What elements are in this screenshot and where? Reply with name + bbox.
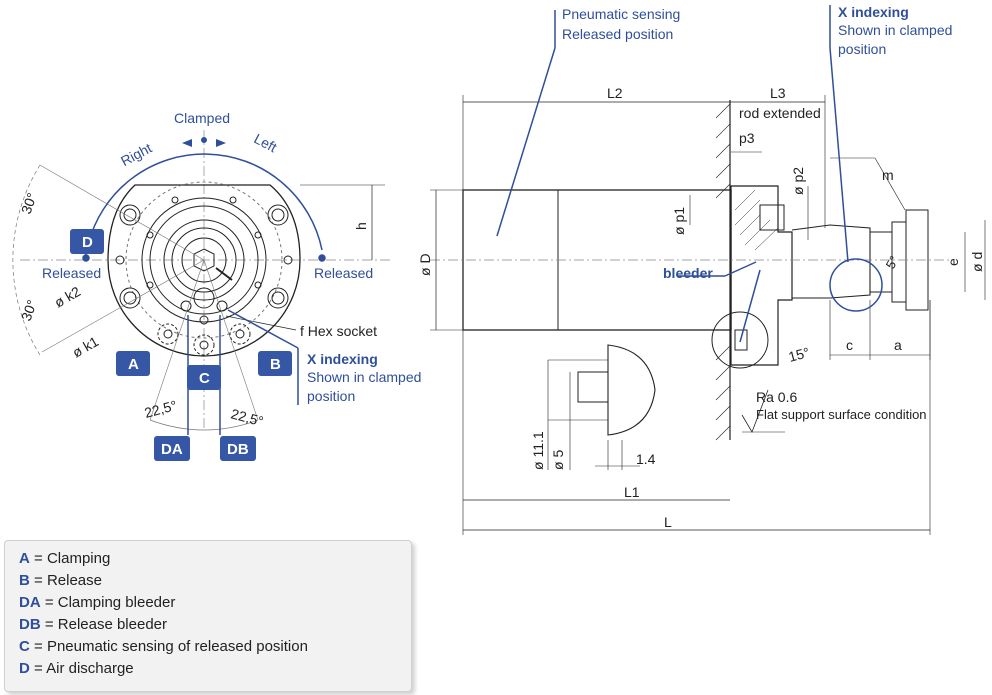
shown-clamped-1: Shown in clamped	[307, 369, 421, 385]
badge-b: B	[258, 351, 292, 376]
e-label: e	[945, 258, 961, 266]
p1-label: ø p1	[671, 207, 687, 235]
clamped-label: Clamped	[174, 110, 230, 126]
L1-label: L1	[624, 484, 640, 500]
released-right-label: Released	[314, 265, 373, 281]
v14-label: 1.4	[636, 451, 656, 467]
badge-a: A	[116, 351, 150, 376]
k1-label: ø k1	[70, 333, 102, 361]
angle-30-top: 30°	[18, 191, 40, 216]
legend-panel: A = Clamping B = Release DA = Clamping b…	[4, 540, 412, 692]
ra-label: Ra 0.6	[756, 389, 797, 405]
five-deg-label: 5°	[883, 253, 902, 271]
badge-da: DA	[154, 436, 190, 461]
L3-label: L3	[770, 85, 786, 101]
legend-item: C = Pneumatic sensing of released positi…	[19, 638, 308, 655]
d5-label: ø 5	[550, 450, 566, 470]
badge-d: D	[70, 229, 104, 254]
pneumatic-sensing-1: Pneumatic sensing	[562, 6, 680, 22]
legend-item: B = Release	[19, 572, 102, 589]
D-label: ø D	[417, 253, 433, 276]
svg-text:B: B	[270, 356, 281, 373]
released-left-label: Released	[42, 265, 101, 281]
legend-item: D = Air discharge	[19, 660, 134, 677]
a-label: a	[894, 337, 902, 353]
legend-item: A = Clamping	[19, 550, 111, 567]
legend-item: DA = Clamping bleeder	[19, 594, 176, 611]
bleeder-label: bleeder	[663, 265, 713, 281]
angle-22-right: 22,5°	[229, 405, 265, 429]
k2-label: ø k2	[52, 283, 84, 311]
d-label: ø d	[969, 252, 985, 272]
c-label: c	[846, 337, 853, 353]
hex-socket-label: f Hex socket	[300, 323, 377, 339]
left-label: Left	[251, 130, 279, 155]
front-view	[12, 130, 390, 431]
h-label: h	[353, 222, 369, 230]
shown-clamped-side-2: position	[838, 41, 886, 57]
d11-label: ø 11.1	[530, 431, 546, 470]
angle-22-left: 22,5°	[143, 397, 179, 421]
angle-30-bottom: 30°	[18, 298, 40, 323]
rotation-arc	[82, 137, 326, 435]
m-label: m	[882, 167, 894, 183]
shown-clamped-side-1: Shown in clamped	[838, 22, 952, 38]
L2-label: L2	[607, 85, 623, 101]
p2-label: ø p2	[790, 167, 806, 195]
svg-text:C: C	[199, 370, 210, 387]
x-indexing-label: X indexing	[307, 351, 378, 367]
side-view	[430, 95, 986, 535]
badge-db: DB	[220, 436, 256, 461]
fifteen-deg-label: 15°	[787, 344, 812, 365]
right-label: Right	[118, 140, 154, 170]
rod-extended-label: rod extended	[739, 105, 821, 121]
svg-text:DB: DB	[227, 441, 249, 458]
shown-clamped-2: position	[307, 388, 355, 404]
svg-text:A: A	[128, 356, 139, 373]
side-view-blue	[496, 5, 883, 343]
badge-c: C	[187, 365, 221, 390]
legend-item: DB = Release bleeder	[19, 616, 168, 633]
p3-label: p3	[739, 130, 755, 146]
pneumatic-sensing-2: Released position	[562, 26, 673, 42]
svg-text:DA: DA	[161, 441, 183, 458]
flat-support-label: Flat support surface condition	[756, 407, 927, 422]
svg-text:D: D	[82, 234, 93, 251]
x-indexing-side: X indexing	[838, 4, 909, 20]
L-label: L	[664, 514, 672, 530]
